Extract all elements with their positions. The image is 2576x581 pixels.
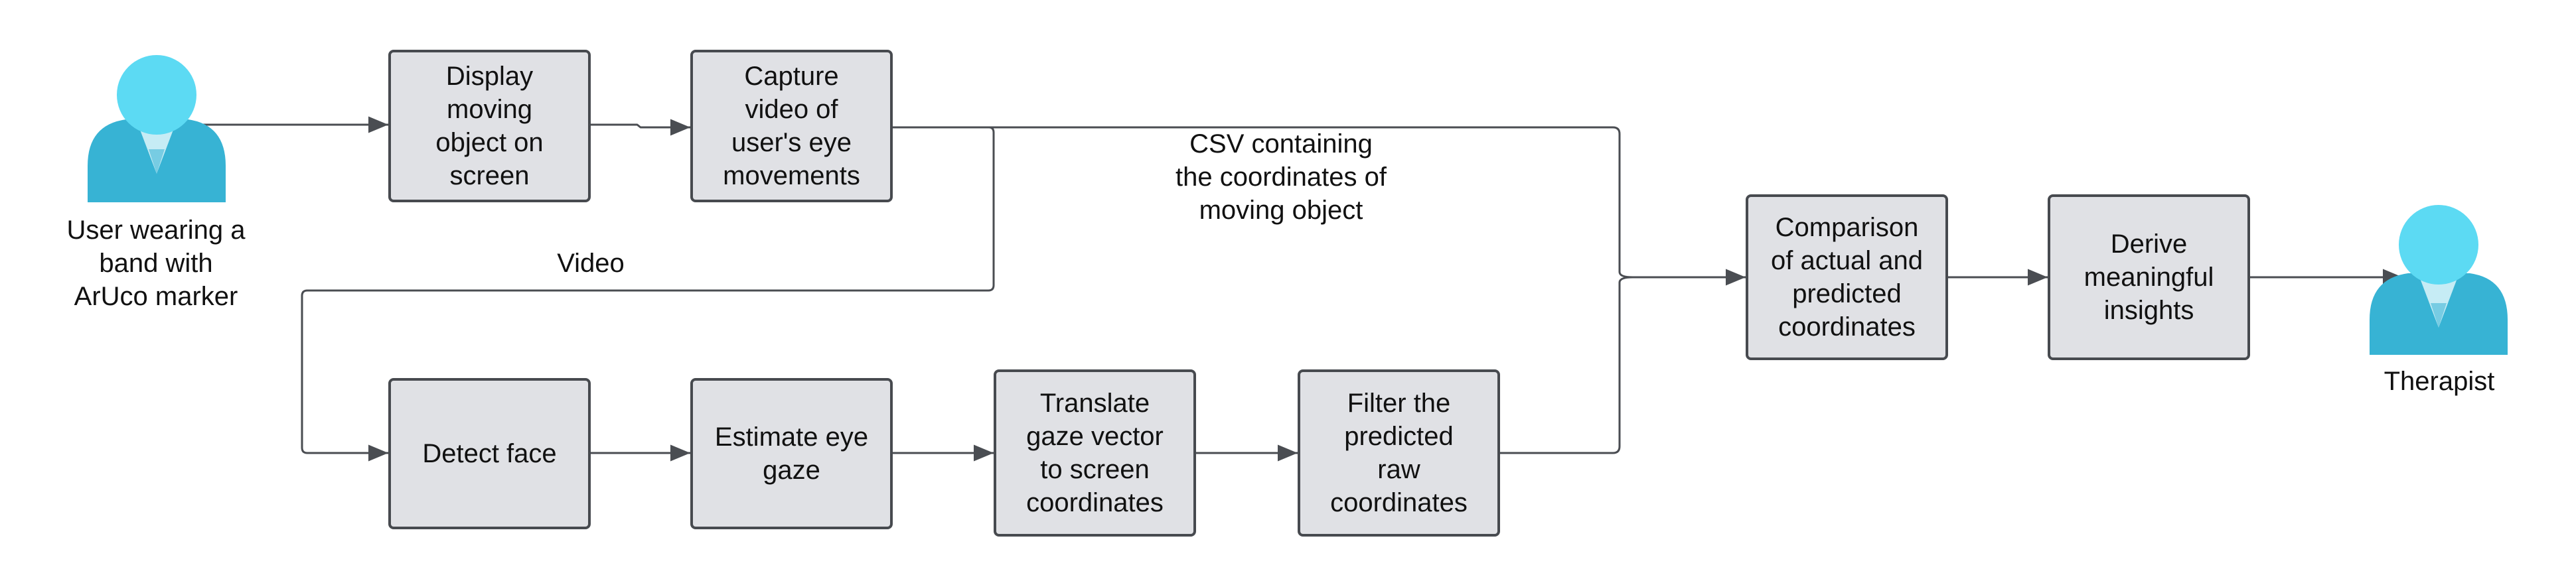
user-actor-label: User wearing a band with ArUco marker [66, 216, 246, 311]
display-moving-object-box: Display moving object on screen [388, 50, 591, 202]
estimate-eye-gaze-box: Estimate eye gaze [690, 378, 893, 529]
therapist-actor-label: Therapist [2384, 367, 2495, 396]
capture-video-box: Capture video of user's eye movements [690, 50, 893, 202]
connector-display-to-capture [591, 119, 690, 136]
user-person-icon [88, 55, 226, 202]
detect-face-box: Detect face [388, 378, 591, 529]
derive-insights-box: Derive meaningful insights [2048, 194, 2250, 360]
translate-gaze-vector-box: Translate gaze vector to screen coordina… [994, 369, 1196, 537]
connector-filter-to-comparison [1500, 276, 1633, 454]
csv-edge-label: CSV containing the coordinates of moving… [1175, 129, 1387, 225]
filter-coordinates-box: Filter the predicted raw coordinates [1298, 369, 1500, 537]
comparison-box: Comparison of actual and predicted coord… [1746, 194, 1948, 360]
therapist-person-icon [2370, 205, 2508, 355]
connector-capture-to-detect [301, 126, 995, 462]
video-edge-label: Video [557, 249, 625, 278]
